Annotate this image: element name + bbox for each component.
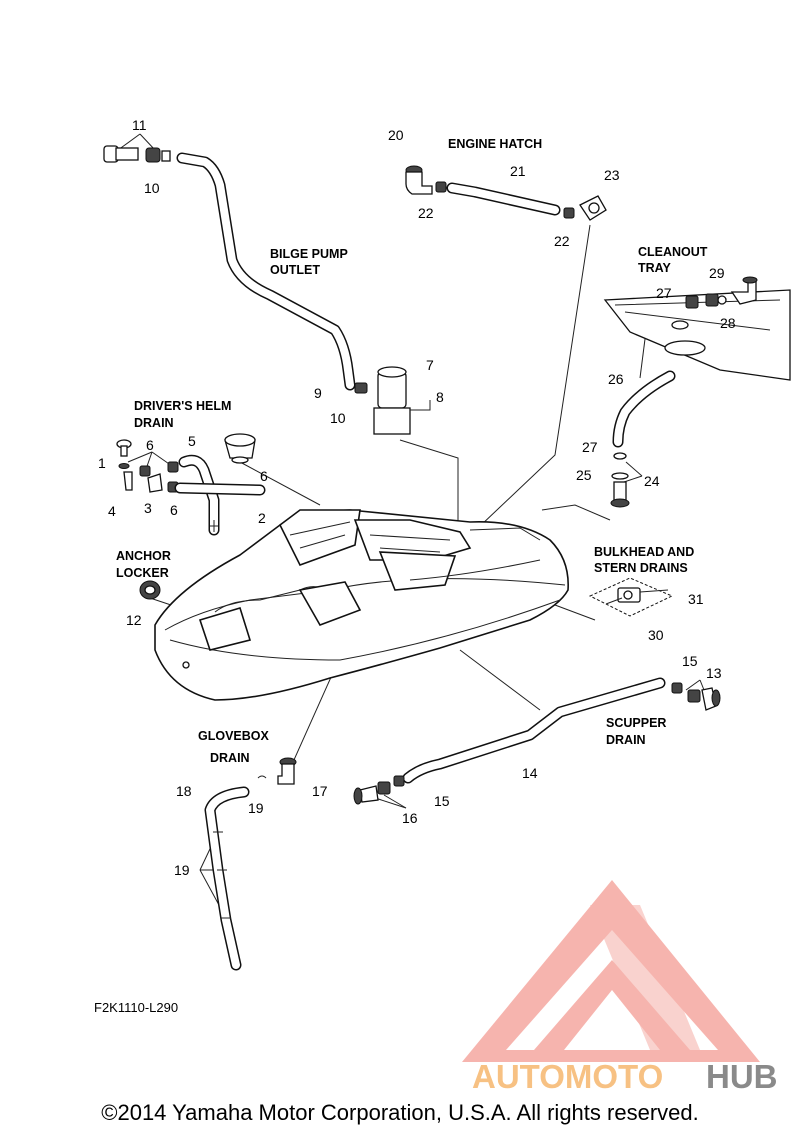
- callout-30: 30: [648, 627, 664, 643]
- section-labels: ENGINE HATCH BILGE PUMP OUTLET CLEANOUT …: [116, 137, 708, 765]
- callout-26: 26: [608, 371, 624, 387]
- callout-10: 10: [330, 410, 346, 426]
- label-scupper-drain: SCUPPER: [606, 716, 666, 730]
- callout-5: 5: [188, 433, 196, 449]
- callout-6: 6: [146, 437, 154, 453]
- automotohub-logo: [462, 880, 760, 1062]
- label-engine-hatch: ENGINE HATCH: [448, 137, 542, 151]
- label-cleanout-tray: CLEANOUT: [638, 245, 708, 259]
- callout-2: 2: [258, 510, 266, 526]
- drivers-helm-drain-parts: [116, 433, 266, 536]
- callout-28: 28: [720, 315, 736, 331]
- label-bilge-pump-outlet: BILGE PUMP: [270, 247, 348, 261]
- callout-27: 27: [656, 285, 672, 301]
- boat-hull: [154, 509, 569, 701]
- callout-7: 7: [426, 357, 434, 373]
- callout-24: 24: [644, 473, 660, 489]
- callout-3: 3: [144, 500, 152, 516]
- callout-8: 8: [436, 389, 444, 405]
- callout-12: 12: [126, 612, 142, 628]
- watermark-text: AUTOMOTO HUB: [472, 1058, 778, 1095]
- callout-15: 15: [682, 653, 698, 669]
- label-bulkhead-stern-drains: BULKHEAD AND: [594, 545, 694, 559]
- callout-6: 6: [170, 502, 178, 518]
- callout-10: 10: [144, 180, 160, 196]
- diagram-code: F2K1110-L290: [94, 1000, 178, 1015]
- callout-22: 22: [418, 205, 434, 221]
- watermark-hub: HUB: [706, 1058, 778, 1095]
- callout-11: 11: [132, 117, 147, 133]
- callout-20: 20: [388, 127, 404, 143]
- callout-1: 1: [98, 455, 106, 471]
- callout-6: 6: [260, 468, 268, 484]
- callout-31: 31: [688, 591, 704, 607]
- label-scupper-drain-2: DRAIN: [606, 733, 646, 747]
- label-bulkhead-stern-drains-2: STERN DRAINS: [594, 561, 688, 575]
- label-glovebox-drain-2: DRAIN: [210, 751, 250, 765]
- engine-hatch-drain: [405, 165, 607, 221]
- label-cleanout-tray-2: TRAY: [638, 261, 672, 275]
- callout-23: 23: [604, 167, 620, 183]
- anchor-locker-fitting: [139, 580, 161, 600]
- label-anchor-locker: ANCHOR: [116, 549, 171, 563]
- label-drivers-helm-drain-2: DRAIN: [134, 416, 174, 430]
- callout-16: 16: [402, 810, 418, 826]
- callout-25: 25: [576, 467, 592, 483]
- callout-29: 29: [709, 265, 725, 281]
- bilge-pump-outlet-hose: [176, 152, 356, 391]
- callout-14: 14: [522, 765, 538, 781]
- callout-numbers: 11 10 20 21 22 22 23 29 27 28 26 27 25 2…: [98, 117, 736, 878]
- callout-17: 17: [312, 783, 328, 799]
- label-bilge-pump-outlet-2: OUTLET: [270, 263, 320, 277]
- hose-clamp: [354, 382, 368, 394]
- glovebox-drain: [204, 757, 297, 971]
- drain-fitting-24: [610, 452, 630, 508]
- label-anchor-locker-2: LOCKER: [116, 566, 169, 580]
- cleanout-hose: [612, 370, 676, 448]
- cleanout-tray: [603, 276, 791, 381]
- watermark-automoto: AUTOMOTO: [472, 1058, 663, 1095]
- bulkhead-stern-drains: [588, 577, 674, 617]
- callout-19: 19: [174, 862, 190, 878]
- callout-13: 13: [706, 665, 722, 681]
- bilge-outlet-fitting: [103, 145, 171, 163]
- callout-27: 27: [582, 439, 598, 455]
- callout-19: 19: [248, 800, 264, 816]
- callout-22: 22: [554, 233, 570, 249]
- scupper-drain-hose: [353, 677, 721, 805]
- callout-15: 15: [434, 793, 450, 809]
- label-drivers-helm-drain: DRIVER'S HELM: [134, 399, 231, 413]
- bilge-pump: [373, 366, 431, 435]
- callout-18: 18: [176, 783, 192, 799]
- label-glovebox-drain: GLOVEBOX: [198, 729, 270, 743]
- callout-4: 4: [108, 503, 116, 519]
- callout-21: 21: [510, 163, 526, 179]
- copyright-notice: ©2014 Yamaha Motor Corporation, U.S.A. A…: [101, 1100, 699, 1125]
- callout-9: 9: [314, 385, 322, 401]
